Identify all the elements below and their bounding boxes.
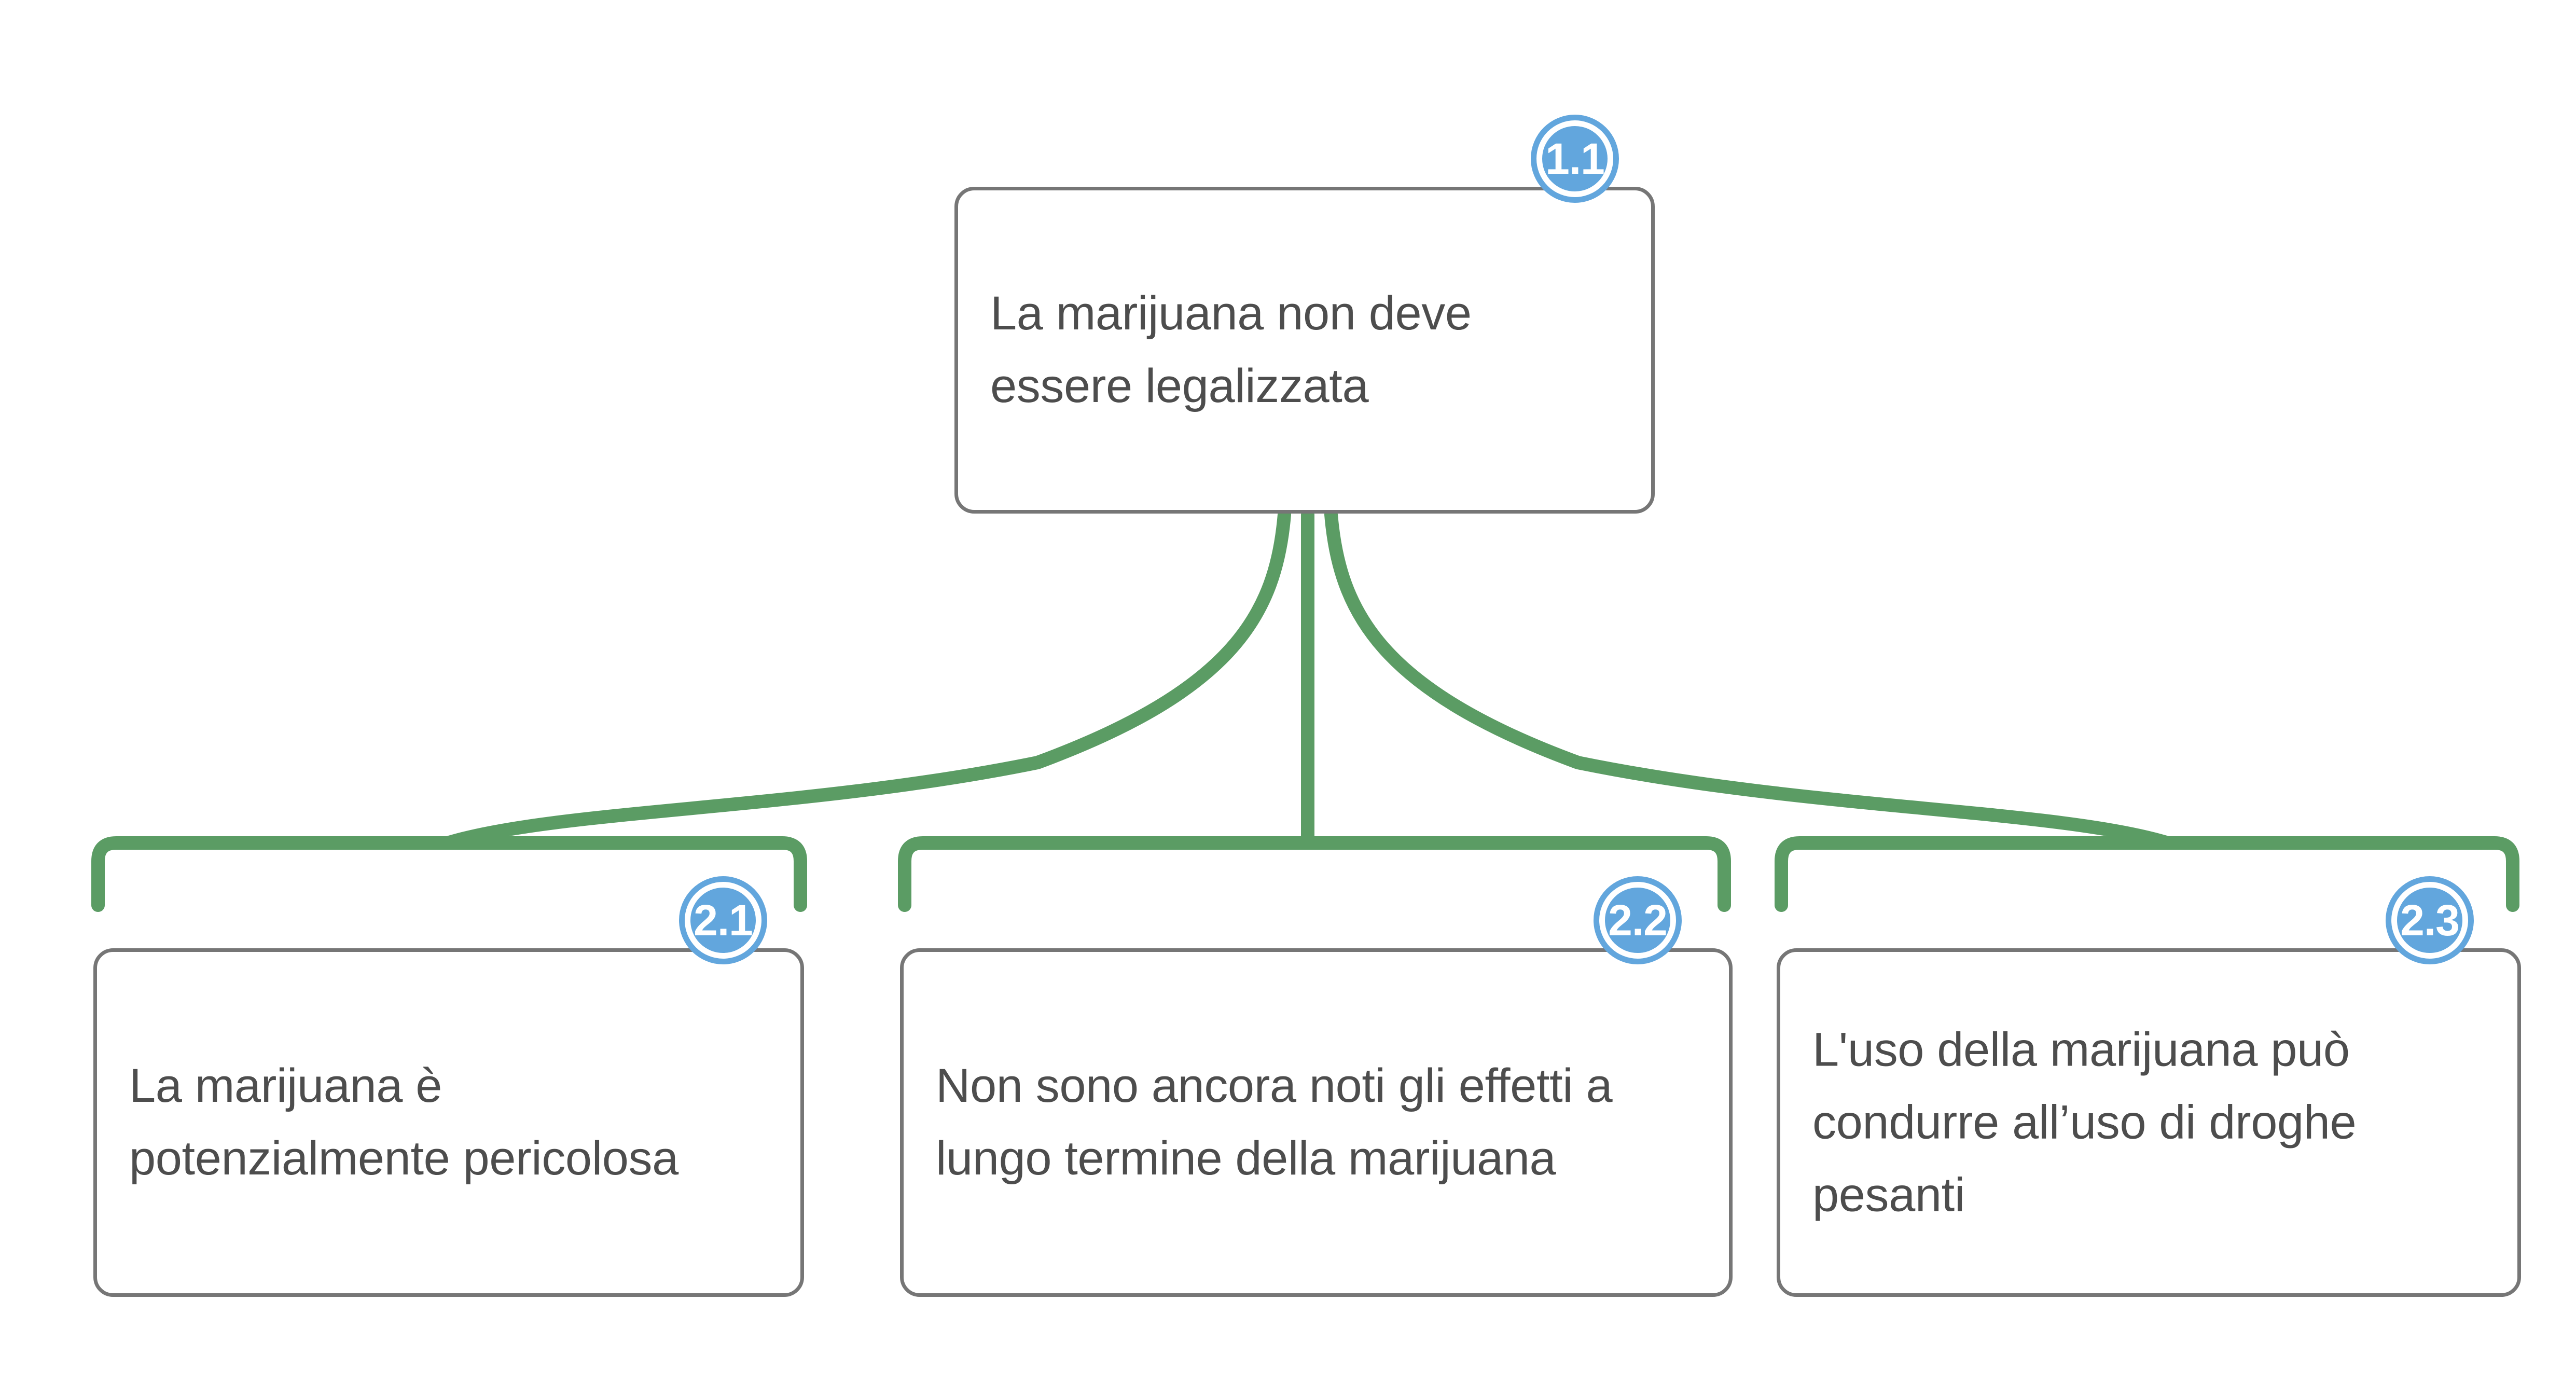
node-2-1-badge: 2.1	[685, 882, 761, 959]
node-1-1[interactable]: La marijuana non deve essere legalizzata	[954, 187, 1655, 514]
node-2-2-text: Non sono ancora noti gli effetti a lungo…	[936, 1059, 1613, 1185]
node-2-3-badge: 2.3	[2391, 882, 2468, 959]
edge-root-to-2-1	[442, 508, 1291, 849]
node-2-3[interactable]: L'uso della marijuana può condurre all’u…	[1777, 948, 2521, 1297]
node-2-2[interactable]: Non sono ancora noti gli effetti a lungo…	[900, 948, 1733, 1297]
node-1-1-badge: 1.1	[1536, 120, 1613, 197]
bracket-2-2	[898, 836, 1731, 912]
node-2-3-text: L'uso della marijuana può condurre all’u…	[1812, 1023, 2357, 1221]
node-2-1[interactable]: La marijuana è potenzialmente pericolosa	[93, 948, 804, 1297]
node-2-1-text: La marijuana è potenzialmente pericolosa	[129, 1059, 678, 1185]
node-1-1-text: La marijuana non deve essere legalizzata	[990, 287, 1472, 412]
node-2-2-badge: 2.2	[1599, 882, 1676, 959]
edge-root-to-2-3	[1324, 508, 2173, 849]
